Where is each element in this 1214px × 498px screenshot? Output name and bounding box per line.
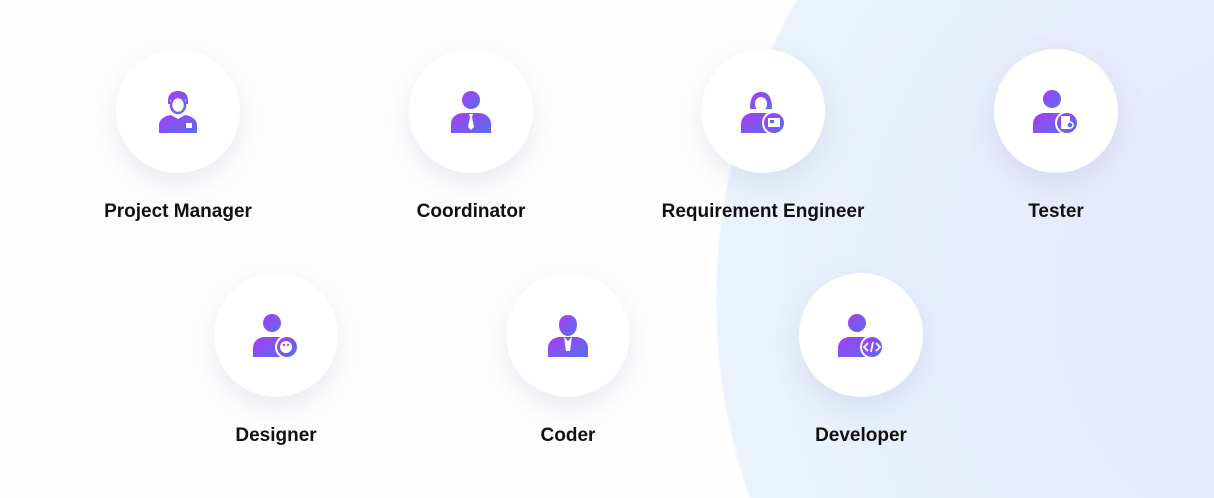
role-label: Project Manager xyxy=(104,201,252,222)
role-label: Requirement Engineer xyxy=(661,201,865,222)
icon-circle xyxy=(701,49,825,173)
coordinator-icon xyxy=(451,91,491,133)
icon-circle xyxy=(214,273,338,397)
role-developer: Developer xyxy=(741,273,981,447)
role-tester: Tester xyxy=(936,49,1176,223)
role-label: Coordinator xyxy=(416,201,526,222)
role-coder: Coder xyxy=(448,273,688,447)
requirement-engineer-icon xyxy=(741,92,786,135)
icon-circle xyxy=(994,49,1118,173)
role-label: Developer xyxy=(815,425,907,446)
tester-icon xyxy=(1033,90,1079,135)
designer-icon xyxy=(253,314,299,359)
role-coordinator: Coordinator xyxy=(351,49,591,223)
role-requirement-engineer: Requirement Engineer xyxy=(643,49,883,223)
icon-circle xyxy=(506,273,630,397)
coder-icon xyxy=(548,315,588,357)
icon-circle xyxy=(409,49,533,173)
role-label: Designer xyxy=(235,425,317,446)
role-designer: Designer xyxy=(156,273,396,447)
role-project-manager: Project Manager xyxy=(58,49,298,223)
role-label: Coder xyxy=(540,425,596,446)
icon-circle xyxy=(799,273,923,397)
icon-circle xyxy=(116,49,240,173)
role-label: Tester xyxy=(1028,201,1084,222)
developer-icon xyxy=(838,314,884,359)
manager-icon xyxy=(159,91,197,133)
